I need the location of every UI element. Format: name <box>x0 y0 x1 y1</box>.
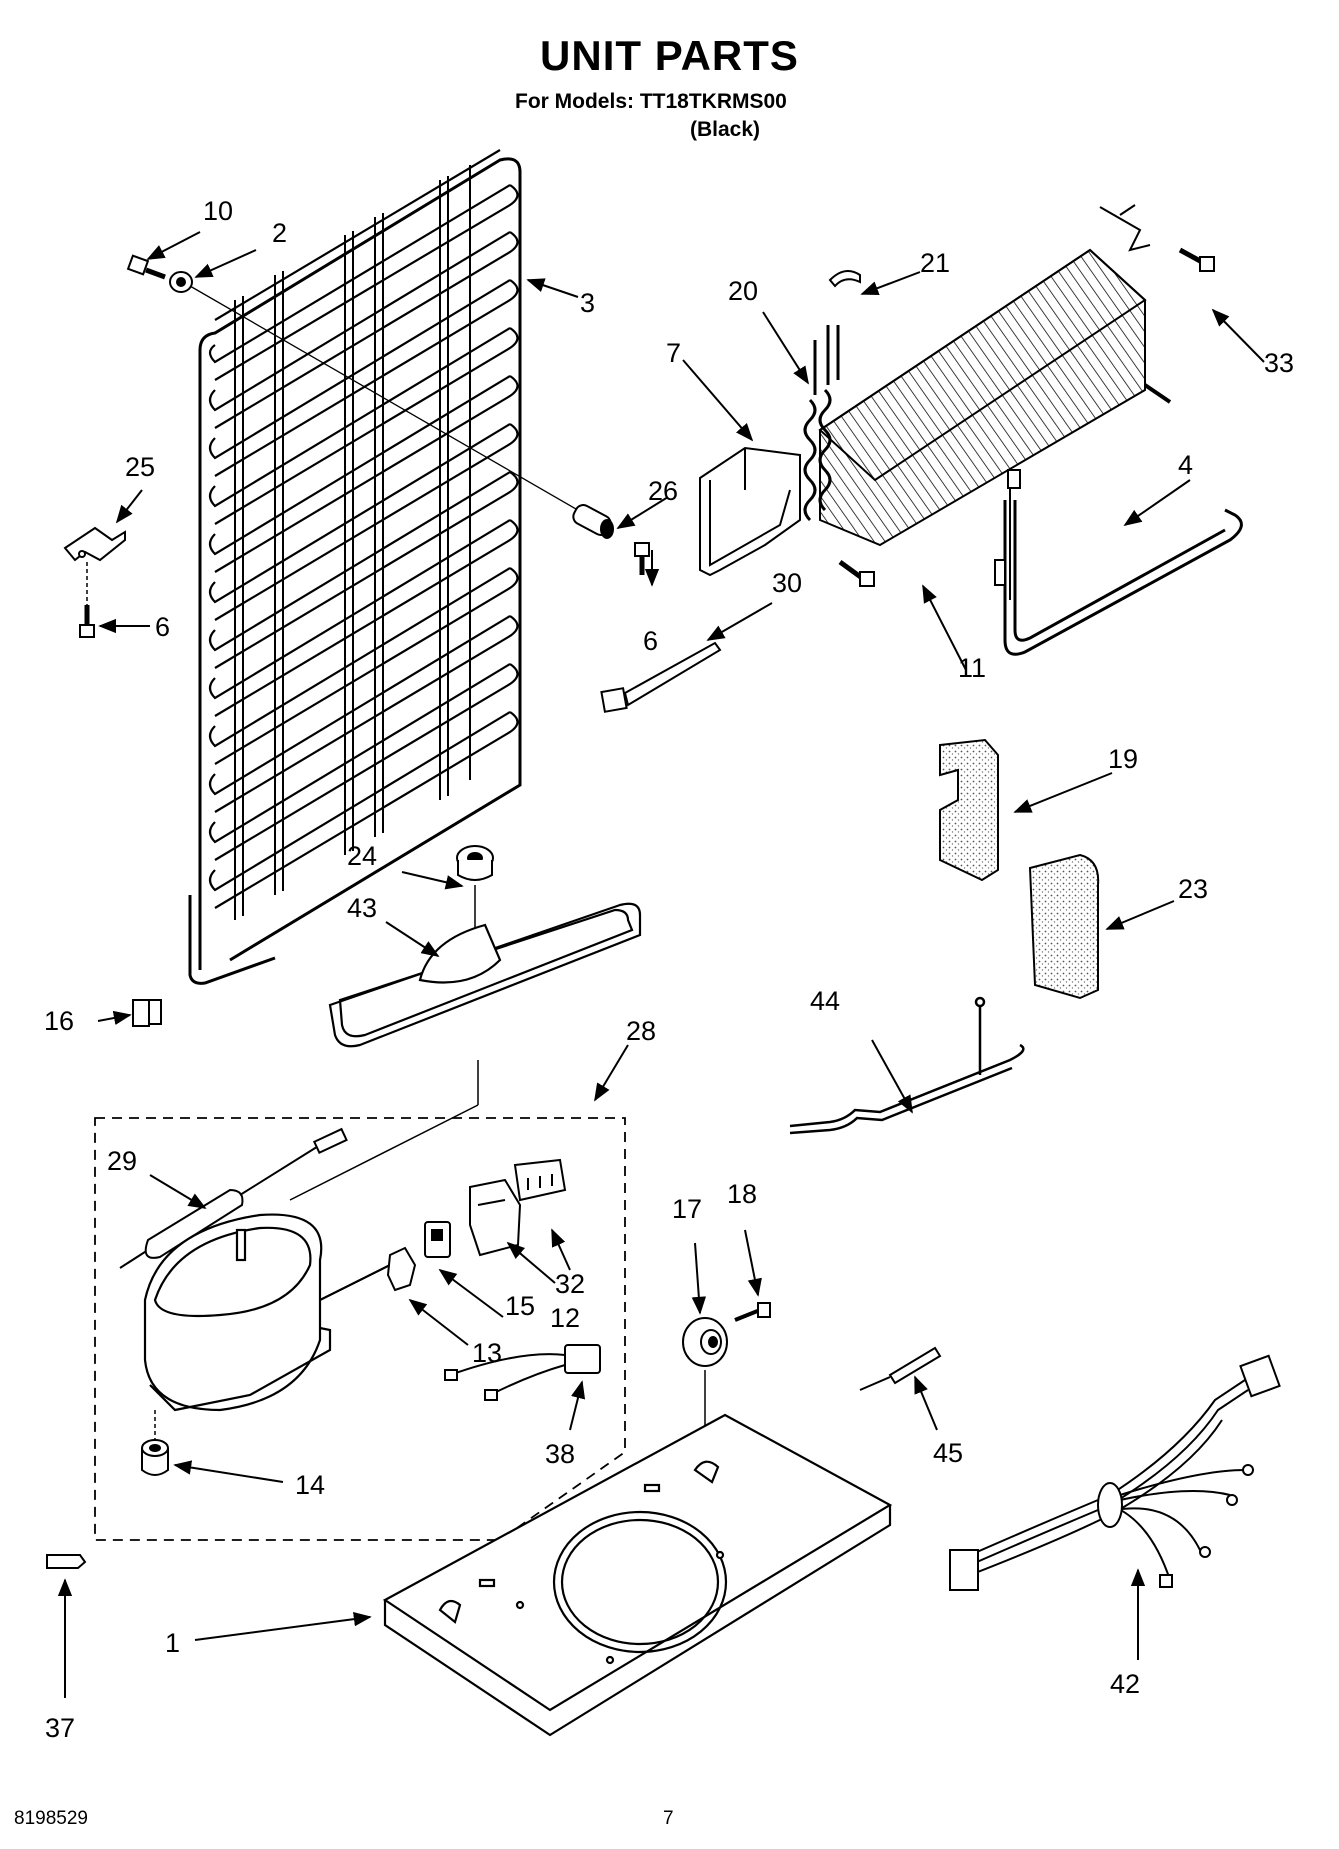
cable-tie-part-30 <box>600 641 722 713</box>
drier-part-29 <box>119 1127 348 1269</box>
callout-19: 19 <box>1108 744 1138 774</box>
callout-25: 25 <box>125 452 155 482</box>
screw-part-6-left <box>79 605 95 638</box>
callout-29: 29 <box>107 1146 137 1176</box>
wire-harness-part-42 <box>949 1354 1281 1591</box>
callout-33: 33 <box>1264 348 1294 378</box>
callout-2: 2 <box>272 218 287 248</box>
page-title: UNIT PARTS <box>540 32 799 79</box>
callout-45: 45 <box>933 1438 963 1468</box>
relay-part-15 <box>424 1221 451 1258</box>
screw-part-33 <box>1178 247 1215 272</box>
tube-part-44 <box>789 996 1025 1135</box>
model-subtitle: For Models: TT18TKRMS00 <box>515 90 787 113</box>
pin-part-18 <box>734 1302 771 1322</box>
screw-part-6-center <box>634 542 650 575</box>
callout-6-left: 6 <box>155 612 170 642</box>
callout-38: 38 <box>545 1439 575 1469</box>
color-variant: (Black) <box>690 118 761 141</box>
callout-23: 23 <box>1178 874 1208 904</box>
callout-30: 30 <box>772 568 802 598</box>
relay-cover-part-12 <box>469 1178 522 1257</box>
callout-20: 20 <box>728 276 758 306</box>
spacer-part-26 <box>572 504 614 539</box>
drain-trough-part-7 <box>699 446 801 577</box>
grommet-part-14 <box>141 1439 169 1476</box>
document-number: 8198529 <box>14 1808 88 1829</box>
callout-12: 12 <box>550 1303 580 1333</box>
callout-14: 14 <box>295 1470 325 1500</box>
defrost-heater-part-4 <box>994 469 1243 656</box>
page-number: 7 <box>663 1808 674 1829</box>
foam-block-part-19 <box>939 738 999 882</box>
callout-15: 15 <box>505 1291 535 1321</box>
assembly-axis-line <box>189 285 596 521</box>
foam-block-part-23 <box>1028 853 1100 1000</box>
callout-leaders <box>57 231 1265 1698</box>
grommet-part-2 <box>169 271 193 293</box>
callout-6-center: 6 <box>643 626 658 656</box>
screw-part-11 <box>838 559 875 587</box>
callout-21: 21 <box>920 248 950 278</box>
condenser-coil <box>188 149 522 985</box>
compressor-kit-boundary <box>94 1117 626 1541</box>
callout-1: 1 <box>165 1628 180 1658</box>
clip-part-37 <box>46 1554 87 1569</box>
drain-pan-part-43 <box>328 902 642 1048</box>
bracket-part-25 <box>63 526 126 562</box>
clip-part-21 <box>828 270 861 288</box>
connector-part-32 <box>513 1158 567 1202</box>
clip-part-16 <box>132 999 162 1027</box>
callout-3: 3 <box>580 288 595 318</box>
callout-4: 4 <box>1178 450 1193 480</box>
callout-28: 28 <box>626 1016 656 1046</box>
callout-32: 32 <box>555 1269 585 1299</box>
compressor <box>143 1213 391 1412</box>
callout-42: 42 <box>1110 1669 1140 1699</box>
wire-harness-part-38 <box>444 1344 601 1401</box>
callout-17: 17 <box>672 1194 702 1224</box>
tube-part-45 <box>859 1346 942 1391</box>
overload-part-13 <box>386 1246 417 1292</box>
callout-13: 13 <box>472 1338 502 1368</box>
callout-7: 7 <box>666 338 681 368</box>
grommet-part-17 <box>682 1317 728 1367</box>
callout-37: 37 <box>45 1713 75 1743</box>
callout-11: 11 <box>958 653 986 683</box>
callout-labels: 10 2 3 21 20 33 7 4 25 26 6 6 30 11 19 2… <box>44 196 1294 1743</box>
screw-part-10 <box>126 254 166 280</box>
callout-44: 44 <box>810 986 840 1016</box>
evaporator-assembly <box>803 204 1172 547</box>
callout-26: 26 <box>648 476 678 506</box>
callout-43: 43 <box>347 893 377 923</box>
nut-part-24 <box>456 845 494 881</box>
base-tray-part-1 <box>382 1413 893 1737</box>
callout-24: 24 <box>347 841 377 871</box>
callout-10: 10 <box>203 196 233 226</box>
callout-16: 16 <box>44 1006 74 1036</box>
callout-18: 18 <box>727 1179 757 1209</box>
